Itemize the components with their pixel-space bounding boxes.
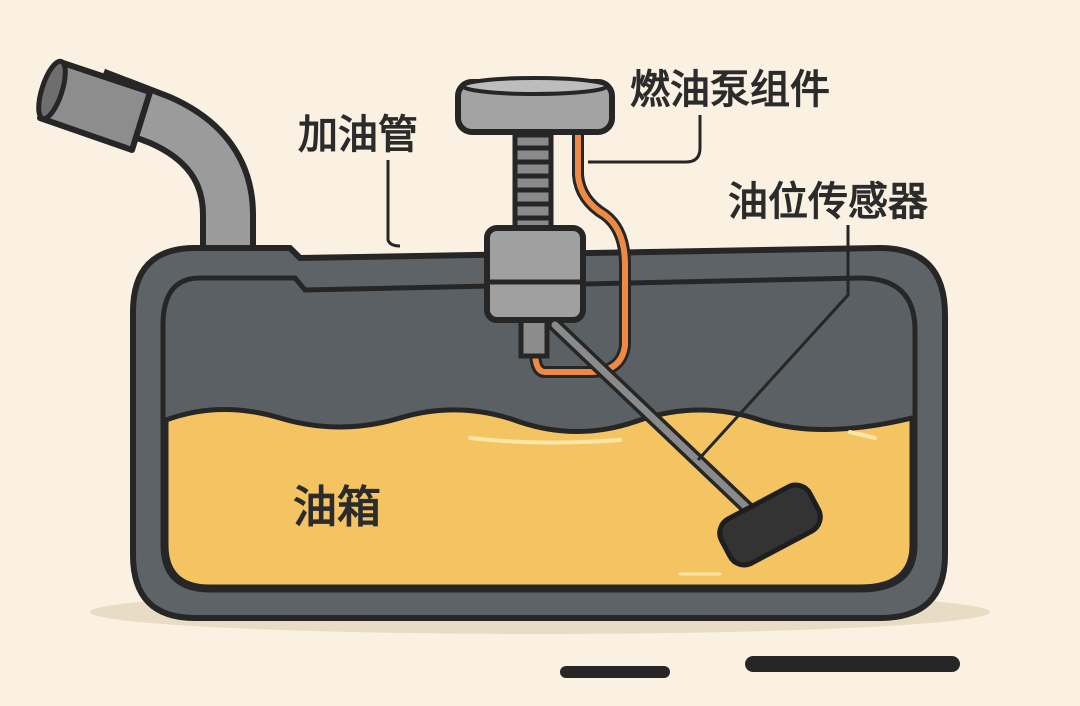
ground-dash xyxy=(560,666,670,678)
filler-pipe xyxy=(36,58,256,272)
float xyxy=(717,482,823,568)
label-fuel-tank: 油箱 xyxy=(293,482,381,533)
label-filler-pipe: 加油管 xyxy=(298,112,418,158)
label-fuel-pump-assembly: 燃油泵组件 xyxy=(630,67,830,113)
label-fuel-level-sensor: 油位传感器 xyxy=(728,179,929,225)
fuel-pump-assembly xyxy=(455,76,823,568)
ground-dash xyxy=(745,656,960,672)
leader-lines xyxy=(386,115,850,462)
